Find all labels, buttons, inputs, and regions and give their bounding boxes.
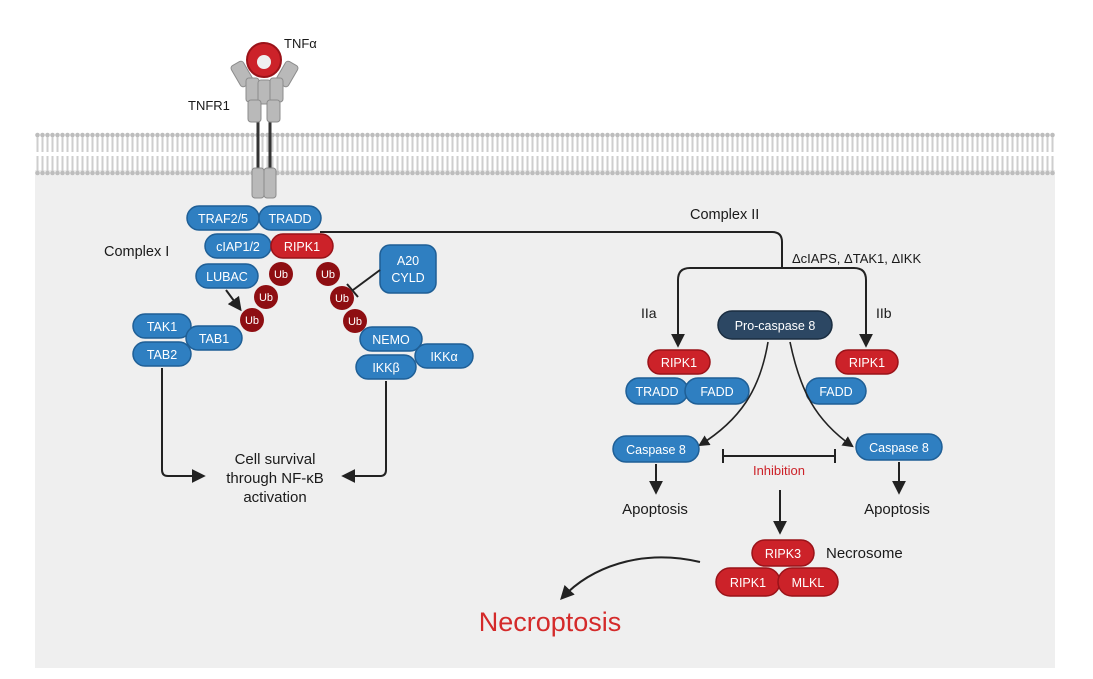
ubiquitin [254,285,278,309]
survival-label-2: through NF-κB [226,470,324,487]
svg-text:IKKβ: IKKβ [372,361,399,375]
ubiquitin [240,308,264,332]
svg-text:TRADD: TRADD [268,212,311,226]
ikkb-protein: IKKβ [355,354,417,380]
inhibition-label: Inhibition [753,463,805,478]
svg-text:RIPK1: RIPK1 [730,576,766,590]
arrow-to-iia [671,267,867,348]
svg-text:Ub: Ub [321,269,335,281]
lubac-protein: LUBAC [195,263,259,289]
svg-text:A20: A20 [397,254,419,268]
svg-text:Ub: Ub [274,269,288,281]
ubiquitin [316,262,340,286]
traf25-protein: TRAF2/5 [186,205,260,231]
lubac-to-ub-arrow [225,289,242,312]
svg-text:RIPK3: RIPK3 [765,547,801,561]
necrosome-label: Necrosome [826,545,903,562]
tab2-to-survival-arrow [161,368,206,483]
nemo-protein: NEMO [359,326,423,352]
svg-text:Caspase 8: Caspase 8 [869,441,929,455]
svg-text:RIPK1: RIPK1 [849,356,885,370]
ubiquitin [330,286,354,310]
ikka-protein: IKKα [414,343,474,369]
fadd-iia: FADD [684,377,750,405]
svg-text:TRADD: TRADD [635,385,678,399]
svg-text:TAB1: TAB1 [199,332,229,346]
tab2-protein: TAB2 [132,341,192,367]
svg-text:Ub: Ub [348,316,362,328]
ripk1-necrosome: RIPK1 [715,567,781,597]
svg-text:NEMO: NEMO [372,333,410,347]
procaspase-to-caspase8-right [789,341,854,448]
svg-text:LUBAC: LUBAC [206,270,248,284]
svg-text:Ub: Ub [259,292,273,304]
svg-text:cIAP1/2: cIAP1/2 [216,240,260,254]
svg-text:Caspase 8: Caspase 8 [626,443,686,457]
svg-text:TAB2: TAB2 [147,348,177,362]
ripk1-complex-i: RIPK1 [270,233,334,259]
ripk1-iib: RIPK1 [835,349,899,375]
tradd-protein: TRADD [258,205,322,231]
tnfr1-receptor [230,60,299,199]
mlkl-protein: MLKL [777,567,839,597]
tnfa-ligand [246,42,282,78]
ub-chain-right: Ub Ub Ub [316,262,367,333]
svg-text:FADD: FADD [819,385,852,399]
fadd-iib: FADD [805,377,867,405]
iia-label: IIa [641,305,657,321]
procaspase-to-caspase8-left [698,341,769,447]
apoptosis-right-label: Apoptosis [864,501,930,518]
tradd-iia: TRADD [625,377,689,405]
necroptosis-label: Necroptosis [479,607,622,637]
inhibition-bar [722,449,836,463]
apoptosis-left-label: Apoptosis [622,501,688,518]
ubiquitin [269,262,293,286]
ciap12-protein: cIAP1/2 [204,233,272,259]
necrosome-to-necroptosis-arrow [560,556,701,601]
survival-label-1: Cell survival [235,451,316,468]
cytoplasm-region [35,170,1055,668]
procaspase8-protein: Pro-caspase 8 [717,310,833,340]
svg-text:Ub: Ub [335,293,349,305]
tnfr1-label: TNFR1 [188,98,230,113]
svg-text:TAK1: TAK1 [147,320,177,334]
caspase8-left: Caspase 8 [612,435,700,463]
ripk3-protein: RIPK3 [751,539,815,567]
tab1-protein: TAB1 [185,325,243,351]
svg-text:FADD: FADD [700,385,733,399]
a20-inhibition-line [346,269,381,298]
svg-text:TRAF2/5: TRAF2/5 [198,212,248,226]
complex-i-label: Complex I [104,244,169,260]
ikkb-to-survival-arrow [341,381,387,483]
iib-label: IIb [876,305,892,321]
tak1-protein: TAK1 [132,313,192,339]
svg-text:Pro-caspase 8: Pro-caspase 8 [735,319,816,333]
a20-cyld-protein: A20 CYLD [379,244,437,294]
ripk1-iia: RIPK1 [647,349,711,375]
svg-text:RIPK1: RIPK1 [661,356,697,370]
complex-ii-connector [320,231,783,268]
svg-text:Ub: Ub [245,315,259,327]
survival-label-3: activation [243,489,306,506]
complex-ii-label: Complex II [690,207,759,223]
svg-text:IKKα: IKKα [430,350,457,364]
svg-text:RIPK1: RIPK1 [284,240,320,254]
cell-membrane [35,132,1055,176]
tnfa-label: TNFα [284,36,317,51]
caspase8-right: Caspase 8 [855,433,943,461]
deletion-condition-label: ΔcIAPS, ΔTAK1, ΔIKK [792,251,921,266]
svg-text:CYLD: CYLD [391,271,424,285]
ub-chain-left: Ub Ub Ub [240,262,293,332]
ubiquitin [343,309,367,333]
svg-text:MLKL: MLKL [792,576,825,590]
